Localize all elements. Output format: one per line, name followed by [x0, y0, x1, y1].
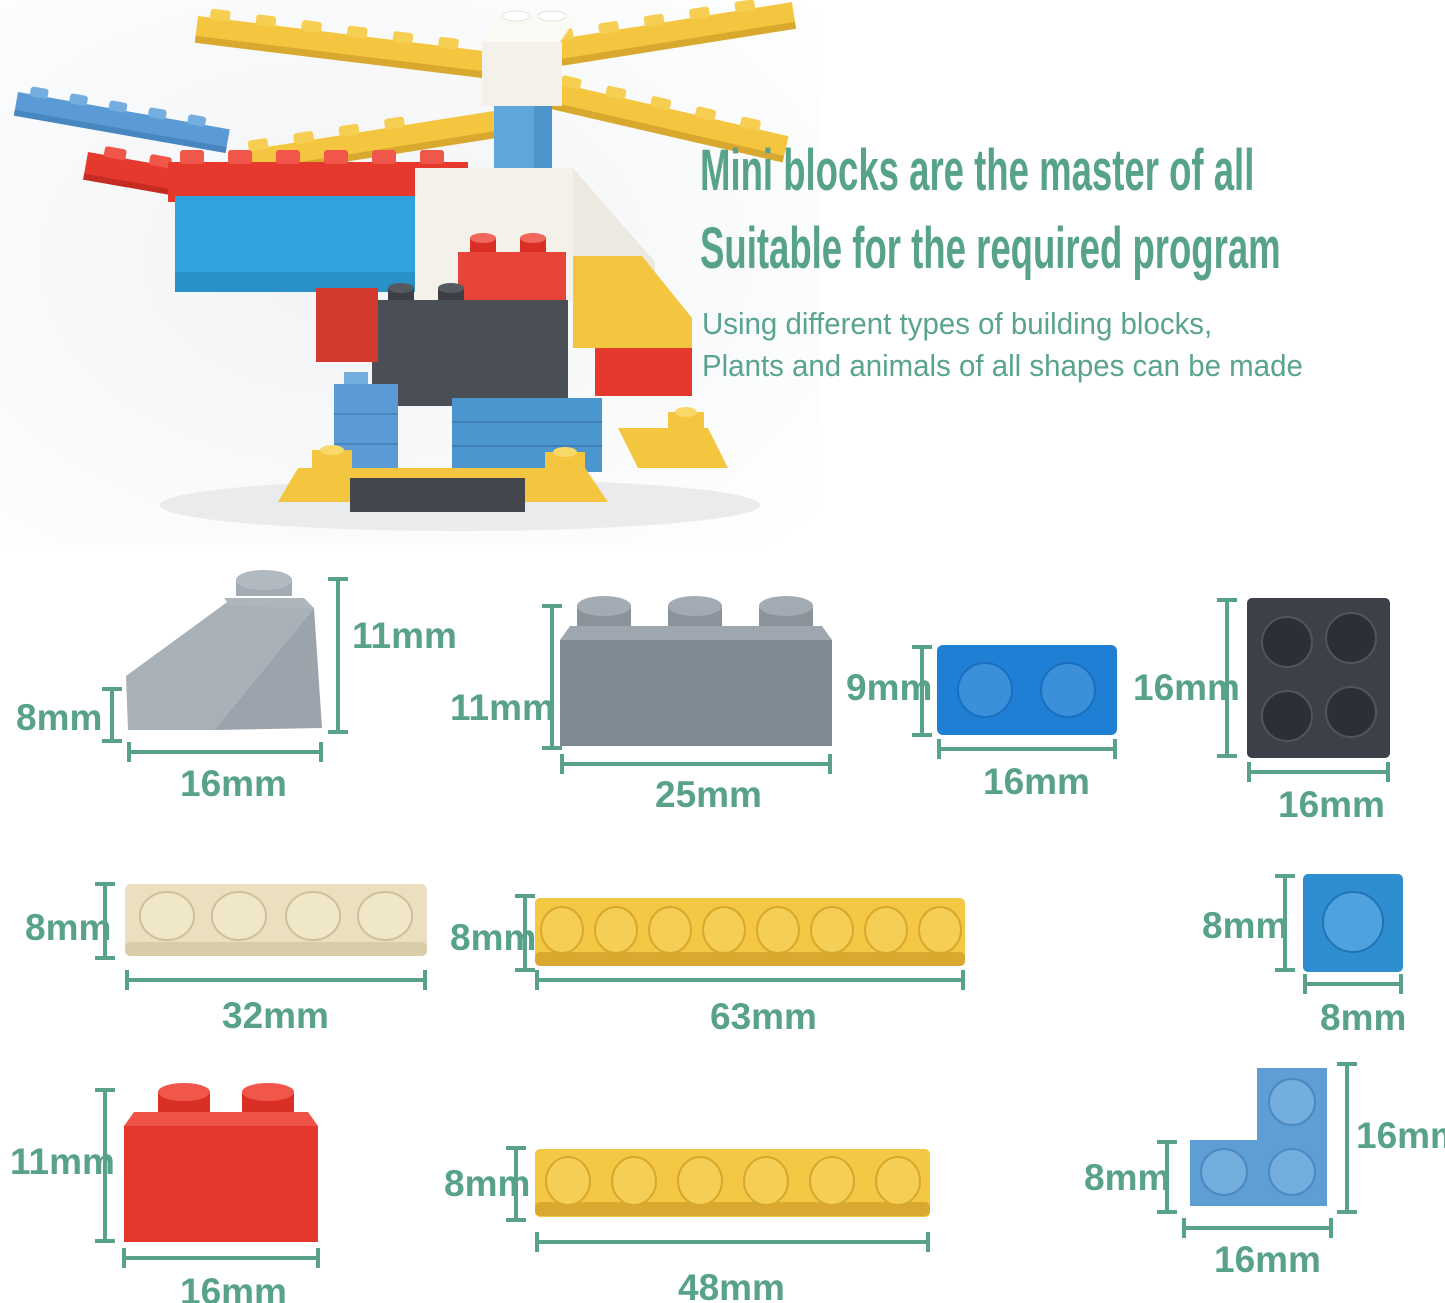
dim-label: 16mm [983, 761, 1090, 802]
dim-label: 16mm [1214, 1239, 1321, 1280]
dim-line-width [560, 754, 832, 774]
dim-label: 9mm [846, 667, 933, 708]
plate-1x2-blue-image [937, 645, 1117, 735]
rotor-blade-blue [13, 86, 230, 153]
dim-label: 16mm [1356, 1115, 1445, 1156]
dim-label: 16mm [1133, 667, 1240, 708]
dim-line-left-height [1157, 1140, 1177, 1214]
nose-yellow-brick [573, 256, 692, 396]
dim-label: 25mm [655, 774, 762, 815]
dim-line-width [122, 1248, 320, 1268]
dim-line-right-height [1337, 1062, 1357, 1214]
dim-label: 32mm [222, 995, 329, 1036]
dim-line-height [1275, 874, 1295, 972]
corner-plate-blue-image [1190, 1068, 1327, 1206]
subtitle-line-1: Using different types of building blocks… [702, 306, 1213, 341]
base-plate-dark [350, 478, 525, 512]
subtitle-line-2: Plants and animals of all shapes can be … [702, 348, 1303, 383]
belly-dark-gray-brick [372, 283, 568, 406]
dim-line-height [912, 645, 932, 737]
dim-line-width [535, 1232, 930, 1252]
dim-line-width [937, 739, 1117, 759]
dim-label: 8mm [444, 1163, 531, 1204]
dim-label: 8mm [1202, 905, 1289, 946]
headline-line-2: Suitable for the required program [700, 216, 1281, 281]
rotor-hub-brick [482, 10, 578, 106]
dim-line-height [328, 577, 348, 734]
plate-1x6-yellow-image [535, 1149, 930, 1217]
dim-label: 8mm [450, 917, 537, 958]
dim-line-height [95, 1088, 115, 1243]
dim-label: 16mm [180, 1271, 287, 1303]
slope-brick-gray-image [126, 570, 322, 730]
dim-line-width [1303, 974, 1403, 994]
plate-1x1-blue-image [1303, 874, 1403, 972]
plate-2x2-black-image [1247, 598, 1390, 758]
rotor-blade-yellow-ne [540, 0, 797, 69]
rotor-blade-yellow-east [538, 75, 789, 163]
dim-line-height [1217, 598, 1237, 758]
dim-label: 11mm [352, 615, 457, 656]
dim-label: 8mm [16, 697, 103, 738]
side-red-brick [316, 288, 378, 362]
dim-label: 8mm [25, 907, 112, 948]
dim-line-height [506, 1146, 526, 1222]
dim-line-width [127, 742, 323, 762]
dim-line-width [1182, 1218, 1333, 1238]
rotor-blade-yellow-nw [194, 8, 526, 84]
brick-1x3-gray-image [560, 596, 832, 746]
dim-line-width [1247, 762, 1390, 782]
dim-line-width [125, 970, 427, 990]
helicopter-blocks-image [0, 0, 820, 545]
dim-label: 8mm [1320, 997, 1407, 1038]
plate-1x8-yellow-image [535, 898, 965, 966]
dim-label: 63mm [710, 996, 817, 1037]
dim-label: 48mm [678, 1267, 785, 1303]
brick-1x2-red-image [124, 1083, 318, 1242]
dim-label: 11mm [10, 1141, 115, 1182]
dim-line-left-height [102, 687, 122, 743]
headline-line-1: Mini blocks are the master of all [700, 138, 1255, 203]
dim-line-height [515, 894, 535, 972]
dim-label: 11mm [450, 687, 555, 728]
landing-skid-rear [618, 407, 728, 468]
dim-label: 16mm [1278, 784, 1385, 825]
dim-line-height [542, 604, 562, 750]
dim-label: 8mm [1084, 1157, 1171, 1198]
dim-label: 16mm [180, 763, 287, 804]
dim-line-height [95, 882, 115, 960]
plate-1x4-tan-image [125, 884, 427, 956]
dim-line-width [535, 970, 965, 990]
